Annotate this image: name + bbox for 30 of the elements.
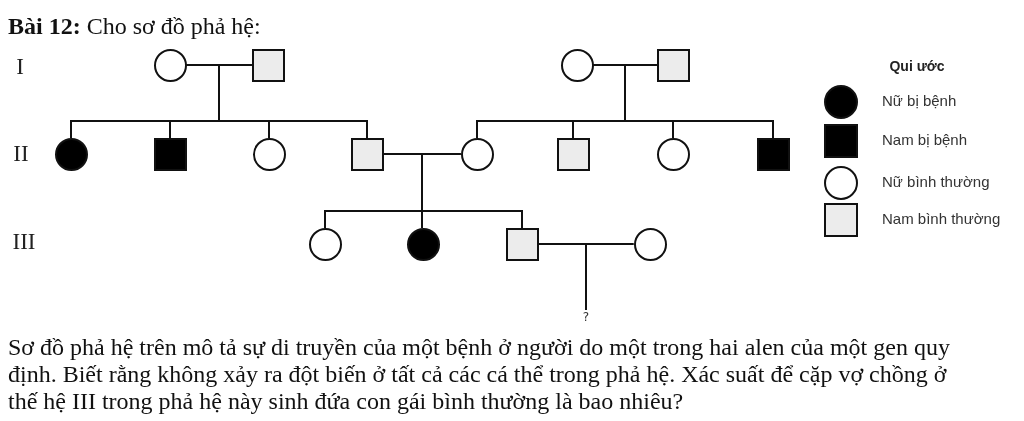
descent-line bbox=[585, 243, 635, 311]
affected-male-symbol bbox=[756, 137, 790, 171]
male-symbol bbox=[556, 137, 590, 171]
affected-female-symbol bbox=[406, 227, 440, 261]
title: Bài 12: Cho sơ đồ phả hệ: bbox=[8, 12, 261, 40]
affected-female-symbol bbox=[54, 137, 88, 171]
generation-label: I bbox=[16, 53, 24, 81]
question-mark-label: ? bbox=[582, 310, 590, 324]
female-symbol bbox=[560, 48, 594, 82]
male-symbol bbox=[350, 137, 384, 171]
descent-line bbox=[421, 153, 523, 229]
female-symbol bbox=[656, 137, 690, 171]
legend-label: Nam bình thường bbox=[882, 210, 1001, 228]
male-symbol bbox=[505, 227, 539, 261]
question-text: Sơ đồ phả hệ trên mô tả sự di truyền của một bệnh ở người do một trong hai alen của một gen quy định. Biết rằng không xảy ra đột biến ở tất cả các cá thể trong phả hệ. Xác suất để cặp vợ chồng ở thế hệ III trong phả hệ này sinh đứa con gái bình thường là bao nhiêu? bbox=[8, 334, 951, 415]
female-symbol bbox=[633, 227, 667, 261]
generation-label: II bbox=[13, 140, 29, 168]
legend-title: Qui ước bbox=[889, 57, 945, 76]
legend-label: Nam bị bệnh bbox=[882, 131, 968, 149]
male-symbol bbox=[251, 48, 285, 82]
female-symbol bbox=[308, 227, 342, 261]
female-symbol bbox=[153, 48, 187, 82]
legend-label: Nữ bị bệnh bbox=[882, 92, 957, 110]
female-symbol bbox=[252, 137, 286, 171]
descent-line bbox=[624, 64, 774, 139]
affected-male-symbol bbox=[153, 137, 187, 171]
legend-label: Nữ bình thường bbox=[882, 173, 990, 191]
generation-label: III bbox=[12, 228, 36, 256]
female-symbol bbox=[460, 137, 494, 171]
male-symbol bbox=[656, 48, 690, 82]
